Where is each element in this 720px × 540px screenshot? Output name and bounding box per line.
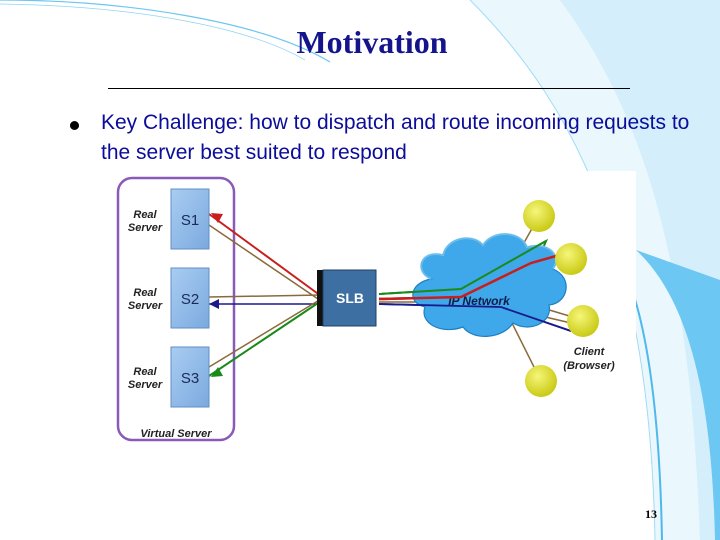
server-role-label: Real xyxy=(133,209,157,221)
client-label: Client xyxy=(574,346,606,358)
slb-box: SLB xyxy=(317,270,376,326)
server-id-label: S3 xyxy=(181,370,199,387)
virtual-server-label: Virtual Server xyxy=(140,428,212,440)
client-node xyxy=(523,200,555,232)
server-id-label: S2 xyxy=(181,291,199,308)
client-node xyxy=(525,365,557,397)
page-number: 13 xyxy=(636,507,666,522)
title-divider xyxy=(108,88,630,89)
server-load-balancer-diagram: Real Server S1 Real Server S2 Real Serve… xyxy=(101,171,636,449)
client-label: (Browser) xyxy=(563,360,615,372)
server-role-label: Server xyxy=(128,222,163,234)
server-id-label: S1 xyxy=(181,212,199,229)
bullet-point xyxy=(70,121,79,130)
client-node xyxy=(555,243,587,275)
server-role-label: Server xyxy=(128,379,163,391)
client-node xyxy=(567,305,599,337)
server-role-label: Server xyxy=(128,300,163,312)
slide-title: Motivation xyxy=(0,24,720,61)
server-role-label: Real xyxy=(133,366,157,378)
slb-label: SLB xyxy=(336,290,364,306)
bullet-text: Key Challenge: how to dispatch and route… xyxy=(101,108,691,168)
server-role-label: Real xyxy=(133,287,157,299)
